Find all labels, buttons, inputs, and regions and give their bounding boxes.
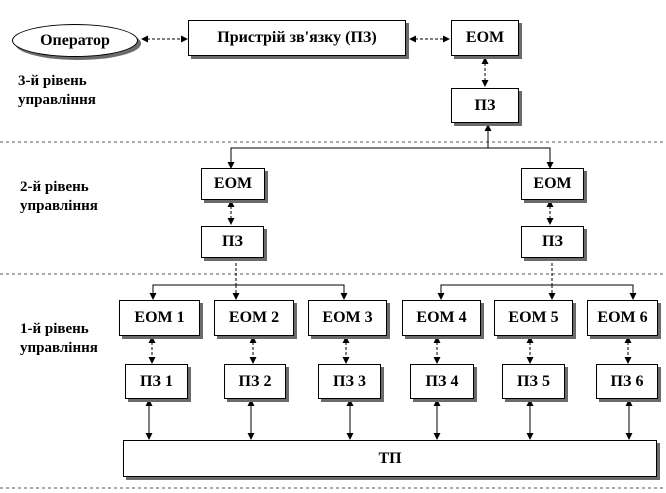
tp-node: ТП <box>123 440 657 477</box>
eom-top-label: ЕОМ <box>465 29 505 46</box>
eom2-label: ЕОМ 2 <box>228 309 280 326</box>
level3-label: 3-й рівень управління <box>18 72 96 110</box>
pz1-node: ПЗ 1 <box>125 364 188 399</box>
level2-label: 2-й рівень управління <box>20 178 98 216</box>
eom6-node: ЕОМ 6 <box>587 300 658 336</box>
eom-l2-left-node: ЕОМ <box>201 168 265 200</box>
pz-l2-right-label: ПЗ <box>542 233 563 250</box>
eom3-node: ЕОМ 3 <box>308 300 387 336</box>
pz6-node: ПЗ 6 <box>596 364 658 399</box>
eom5-label: ЕОМ 5 <box>508 309 559 326</box>
eom-l2-left-label: ЕОМ <box>213 175 253 192</box>
eom1-label: ЕОМ 1 <box>134 309 185 326</box>
operator-node: Оператор <box>12 24 138 57</box>
level1-label: 1-й рівень управління <box>20 320 98 358</box>
pz3-label: ПЗ 3 <box>333 372 366 390</box>
pz2-node: ПЗ 2 <box>224 364 286 399</box>
eom4-node: ЕОМ 4 <box>402 300 481 336</box>
eom-l2-right-node: ЕОМ <box>521 168 584 200</box>
eom5-node: ЕОМ 5 <box>494 300 573 336</box>
tp-label: ТП <box>378 449 402 467</box>
eom4-label: ЕОМ 4 <box>416 309 467 326</box>
eom2-node: ЕОМ 2 <box>214 300 294 336</box>
pz2-label: ПЗ 2 <box>238 372 272 390</box>
eom1-node: ЕОМ 1 <box>119 300 200 336</box>
level2-label-line1: 2-й рівень <box>20 179 89 195</box>
pz-l2-left-node: ПЗ <box>201 226 264 258</box>
pz-top-node: ПЗ <box>451 88 519 123</box>
pz5-node: ПЗ 5 <box>502 364 565 399</box>
operator-label: Оператор <box>40 31 110 49</box>
comm-device-label: Пристрій зв'язку (ПЗ) <box>217 29 377 46</box>
eom-top-node: ЕОМ <box>451 20 519 56</box>
bus-l1-right <box>440 284 634 298</box>
eom3-label: ЕОМ 3 <box>322 309 373 326</box>
level3-label-line1: 3-й рівень <box>18 73 87 89</box>
pz-l2-left-label: ПЗ <box>222 233 243 250</box>
bus-level2 <box>230 147 551 168</box>
bus-l1-left <box>152 284 345 298</box>
pz-l2-right-node: ПЗ <box>521 226 584 258</box>
level1-label-line1: 1-й рівень <box>20 321 89 337</box>
pz5-label: ПЗ 5 <box>517 372 550 390</box>
pz4-node: ПЗ 4 <box>410 364 474 399</box>
pz6-label: ПЗ 6 <box>610 372 644 390</box>
level3-label-line2: управління <box>18 91 96 108</box>
pz3-node: ПЗ 3 <box>318 364 381 399</box>
level2-label-line2: управління <box>20 197 98 214</box>
pz4-label: ПЗ 4 <box>425 372 459 390</box>
pz1-label: ПЗ 1 <box>140 372 173 390</box>
eom6-label: ЕОМ 6 <box>597 309 648 326</box>
level1-label-line2: управління <box>20 339 98 356</box>
pz-top-label: ПЗ <box>474 96 496 114</box>
comm-device-node: Пристрій зв'язку (ПЗ) <box>188 20 406 56</box>
eom-l2-right-label: ЕОМ <box>533 175 572 192</box>
